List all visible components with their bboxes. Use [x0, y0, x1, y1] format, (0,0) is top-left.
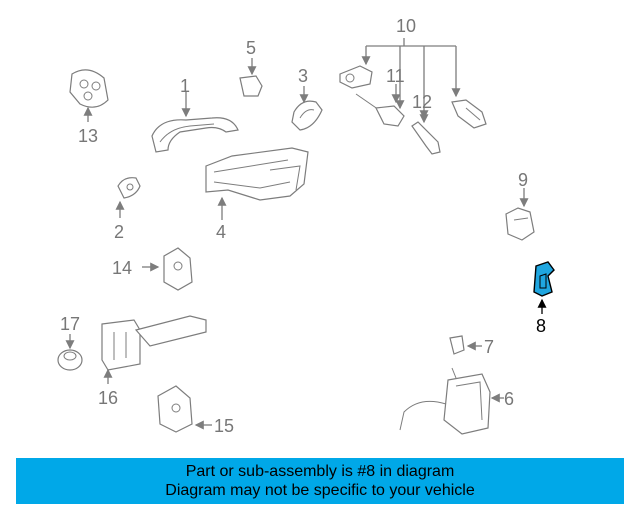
callout-12: 12: [412, 92, 432, 112]
callout-14: 14: [112, 258, 132, 278]
callout-5: 5: [246, 38, 256, 58]
callout-6: 6: [504, 389, 514, 409]
part-12-lever: [411, 110, 441, 155]
banner-line-2: Diagram may not be specific to your vehi…: [165, 482, 475, 499]
callout-8: 8: [536, 316, 546, 336]
part-14-check-bracket: [142, 247, 193, 291]
parts-diagram: 13 1 5 3 10 11 12: [57, 16, 555, 436]
part-6-lock-actuator: [399, 367, 504, 435]
part-17-bumper: [57, 334, 83, 371]
part-2-bezel: [115, 177, 141, 218]
callout-13: 13: [78, 126, 98, 146]
banner-line-1: Part or sub-assembly is #8 in diagram: [185, 463, 455, 480]
part-9-bracket: [505, 188, 535, 241]
part-1-outside-handle: [151, 92, 239, 153]
callout-2: 2: [114, 222, 124, 242]
info-banner: Part or sub-assembly is #8 in diagram Di…: [16, 458, 624, 504]
callout-16: 16: [98, 388, 118, 408]
part-3-escutcheon: [291, 86, 323, 131]
part-15-hinge: [157, 385, 212, 433]
callout-10: 10: [396, 16, 416, 36]
callout-4: 4: [216, 222, 226, 242]
part-5-clip: [239, 58, 263, 97]
callout-15: 15: [214, 416, 234, 436]
callout-11: 11: [386, 66, 405, 86]
part-4-handle-frame: [205, 147, 309, 220]
callout-9: 9: [518, 170, 528, 190]
callout-3: 3: [298, 66, 308, 86]
part-13-key-fob: [69, 69, 109, 122]
part-10-lock-cylinder: [339, 65, 373, 89]
part-10-cap: [451, 99, 487, 129]
callout-7: 7: [484, 337, 494, 357]
part-11-lock-rod: [355, 84, 405, 127]
callout-17: 17: [60, 314, 80, 334]
part-8-striker-highlighted: [533, 261, 555, 314]
callout-1: 1: [180, 76, 190, 96]
part-16-door-check: [101, 315, 207, 384]
part-7-lock-knob: [449, 335, 482, 355]
